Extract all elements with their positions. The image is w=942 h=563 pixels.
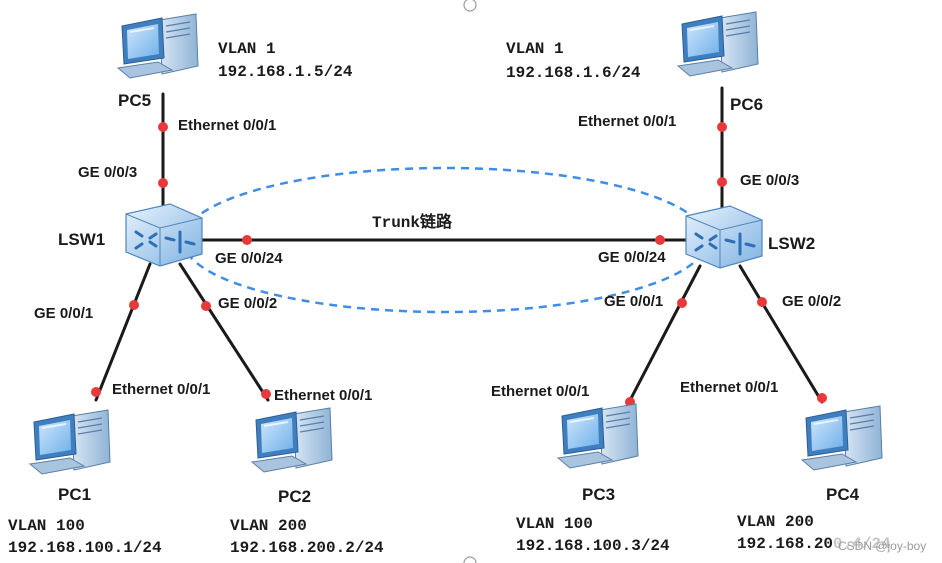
link-lsw1-pc2: [178, 262, 270, 402]
port-dot: [158, 178, 168, 188]
pc3-name: PC3: [582, 485, 615, 504]
pc5-vlan: VLAN 1: [218, 40, 276, 58]
pc5-ip: 192.168.1.5/24: [218, 63, 353, 81]
selection-handle-top[interactable]: [463, 0, 477, 12]
pc2-ip: 192.168.200.2/24: [230, 539, 384, 557]
pc4-port-label: Ethernet 0/0/1: [680, 379, 778, 396]
pc5-desktop-icon[interactable]: [117, 13, 199, 79]
pc4-vlan: VLAN 200: [737, 513, 814, 531]
link-lsw2-pc4: [738, 264, 824, 404]
lsw2-port-to-pc6: GE 0/0/3: [740, 172, 799, 189]
pc4-name: PC4: [826, 485, 860, 504]
lsw1-switch-icon[interactable]: [124, 202, 204, 268]
pc6-vlan: VLAN 1: [506, 40, 564, 58]
pc5-port-label: Ethernet 0/0/1: [178, 117, 276, 134]
pc3-ip: 192.168.100.3/24: [516, 537, 670, 555]
pc2-desktop-icon[interactable]: [251, 407, 333, 473]
port-dot: [677, 298, 687, 308]
port-dot: [91, 387, 101, 397]
pc6-ip: 192.168.1.6/24: [506, 64, 641, 82]
port-dot: [717, 177, 727, 187]
port-dot: [242, 235, 252, 245]
lsw1-port-to-pc2: GE 0/0/2: [218, 295, 277, 312]
pc3-vlan: VLAN 100: [516, 515, 593, 533]
lsw1-port-trunk: GE 0/0/24: [215, 250, 283, 267]
port-dot: [201, 301, 211, 311]
port-dot: [817, 393, 827, 403]
lsw2-port-trunk: GE 0/0/24: [598, 249, 666, 266]
selection-handle-bottom[interactable]: [463, 556, 477, 563]
pc1-vlan: VLAN 100: [8, 517, 85, 535]
pc6-desktop-icon[interactable]: [677, 11, 759, 77]
lsw2-port-to-pc4: GE 0/0/2: [782, 293, 841, 310]
port-dot: [655, 235, 665, 245]
link-lsw1-pc1: [94, 262, 152, 402]
lsw1-port-to-pc1: GE 0/0/1: [34, 305, 93, 322]
port-dot: [261, 389, 271, 399]
port-dot: [129, 300, 139, 310]
pc5-name: PC5: [118, 91, 151, 110]
trunk-label: Trunk链路: [372, 212, 453, 232]
pc3-desktop-icon[interactable]: [557, 403, 639, 469]
pc3-port-label: Ethernet 0/0/1: [491, 383, 589, 400]
lsw1-port-to-pc5: GE 0/0/3: [78, 164, 137, 181]
port-dot: [757, 297, 767, 307]
pc4-desktop-icon[interactable]: [801, 405, 883, 471]
pc1-port-label: Ethernet 0/0/1: [112, 381, 210, 398]
lsw1-name: LSW1: [58, 230, 105, 249]
csdn-watermark: CSDN @joy-boy: [838, 539, 926, 553]
pc2-port-label: Ethernet 0/0/1: [274, 387, 372, 404]
pc6-name: PC6: [730, 95, 763, 114]
pc1-name: PC1: [58, 485, 91, 504]
lsw2-name: LSW2: [768, 234, 815, 253]
watermark-backdrop: [834, 536, 934, 554]
lsw2-port-to-pc3: GE 0/0/1: [604, 293, 663, 310]
port-dot: [158, 122, 168, 132]
port-dot: [717, 122, 727, 132]
pc1-ip: 192.168.100.1/24: [8, 539, 162, 557]
pc2-vlan: VLAN 200: [230, 517, 307, 535]
pc1-desktop-icon[interactable]: [29, 409, 111, 475]
link-lsw2-pc3: [624, 264, 702, 410]
lsw2-switch-icon[interactable]: [684, 204, 764, 270]
pc6-port-label: Ethernet 0/0/1: [578, 113, 676, 130]
pc2-name: PC2: [278, 487, 311, 506]
